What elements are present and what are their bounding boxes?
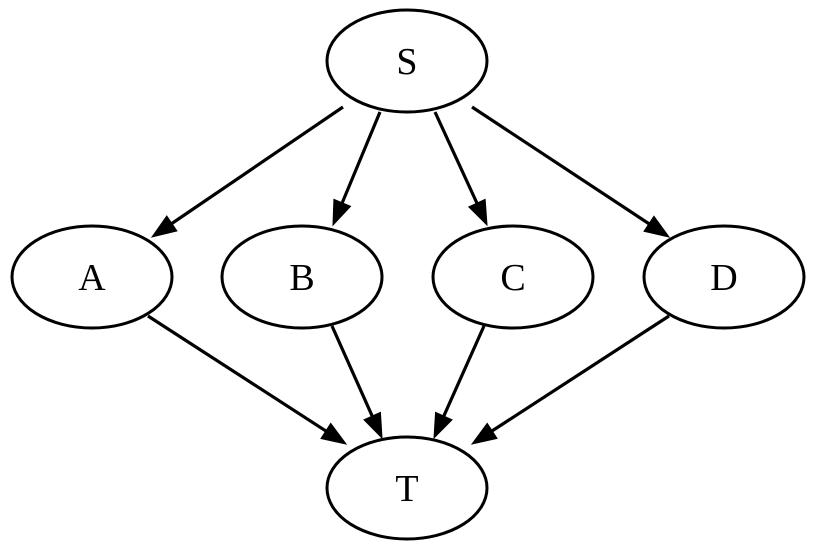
edge-line [330,325,375,419]
arrowhead-icon [150,215,178,238]
edges-layer [147,105,671,445]
edge-s-to-d [471,105,671,238]
node-c[interactable]: C [431,224,595,330]
node-b[interactable]: B [220,224,384,330]
node-label: D [710,257,737,299]
node-shape[interactable] [325,8,489,114]
edge-line [489,314,670,434]
edge-line [169,105,344,226]
edge-d-to-t [470,314,670,445]
edge-b-to-t [330,325,383,440]
node-label: S [396,41,417,83]
edge-s-to-a [150,105,344,238]
arrowhead-icon [433,411,453,440]
arrowhead-icon [467,198,488,227]
node-label: T [395,468,418,510]
node-label: C [500,257,525,299]
arrowhead-icon [363,411,383,440]
node-shape[interactable] [220,224,384,330]
edge-line [441,325,486,419]
edge-line [339,111,382,206]
node-a[interactable]: A [10,224,174,330]
node-s[interactable]: S [325,8,489,114]
arrowhead-icon [332,198,352,227]
node-t[interactable]: T [325,435,489,541]
edge-s-to-c [433,111,488,227]
node-shape[interactable] [10,224,174,330]
node-label: A [78,257,106,299]
node-label: B [289,257,314,299]
edge-line [147,314,329,434]
edge-a-to-t [147,314,348,445]
node-shape[interactable] [642,224,806,330]
edge-c-to-t [433,325,486,440]
nodes-layer: S A B C D T [10,8,806,541]
node-shape[interactable] [431,224,595,330]
node-shape[interactable] [325,435,489,541]
arrowhead-icon [470,422,498,445]
node-d[interactable]: D [642,224,806,330]
edge-line [471,105,652,227]
arrowhead-icon [643,215,671,238]
edge-s-to-b [332,111,382,227]
arrowhead-icon [320,422,348,445]
edge-line [433,111,480,206]
